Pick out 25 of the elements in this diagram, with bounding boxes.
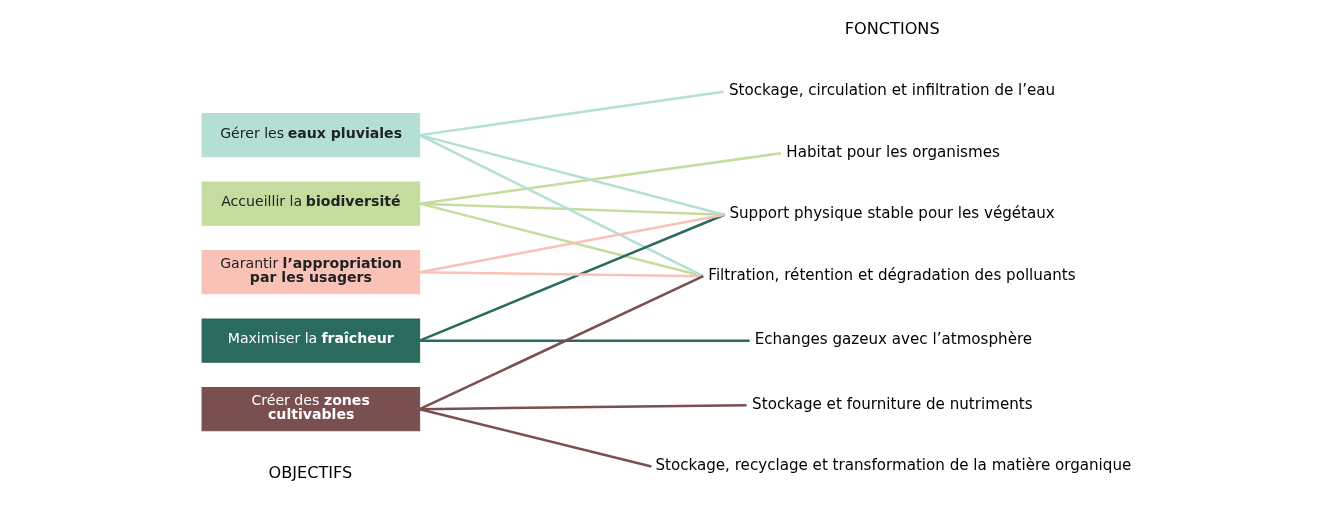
connector — [419, 275, 704, 411]
label: OBJECTIFS — [268, 463, 353, 483]
node-box: Garantir l’appropriation par les usagers — [201, 249, 421, 295]
connector — [419, 213, 725, 342]
node-box: Accueillir la biodiversité — [201, 181, 421, 226]
node-box: Créer des zones cultivables — [201, 387, 421, 432]
label: FONCTIONS — [844, 19, 940, 39]
node-text: Filtration, rétention et dégradation des polluants — [708, 265, 1076, 284]
connector — [419, 202, 704, 278]
connector — [419, 134, 704, 278]
connector — [419, 213, 725, 274]
node-text: Habitat pour les organismes — [786, 142, 1000, 161]
connector — [419, 152, 781, 205]
node-text: Stockage, recyclage et transformation de la matière organique — [655, 456, 1132, 475]
node-text: Stockage et fourniture de nutriments — [752, 394, 1033, 413]
node-text: Echanges gazeux avec l’atmosphère — [754, 330, 1033, 349]
connector — [419, 90, 724, 137]
connector — [419, 407, 652, 468]
node-text: Support physique stable pour les végétaux — [729, 204, 1055, 223]
node-box: Maximiser la fraîcheur — [201, 318, 421, 363]
node-text: Stockage, circulation et infiltration de l’eau — [728, 81, 1056, 100]
connector — [419, 270, 704, 278]
connector — [419, 403, 747, 411]
node-box: Gérer les eaux pluviales — [201, 112, 421, 158]
connector — [419, 339, 750, 342]
